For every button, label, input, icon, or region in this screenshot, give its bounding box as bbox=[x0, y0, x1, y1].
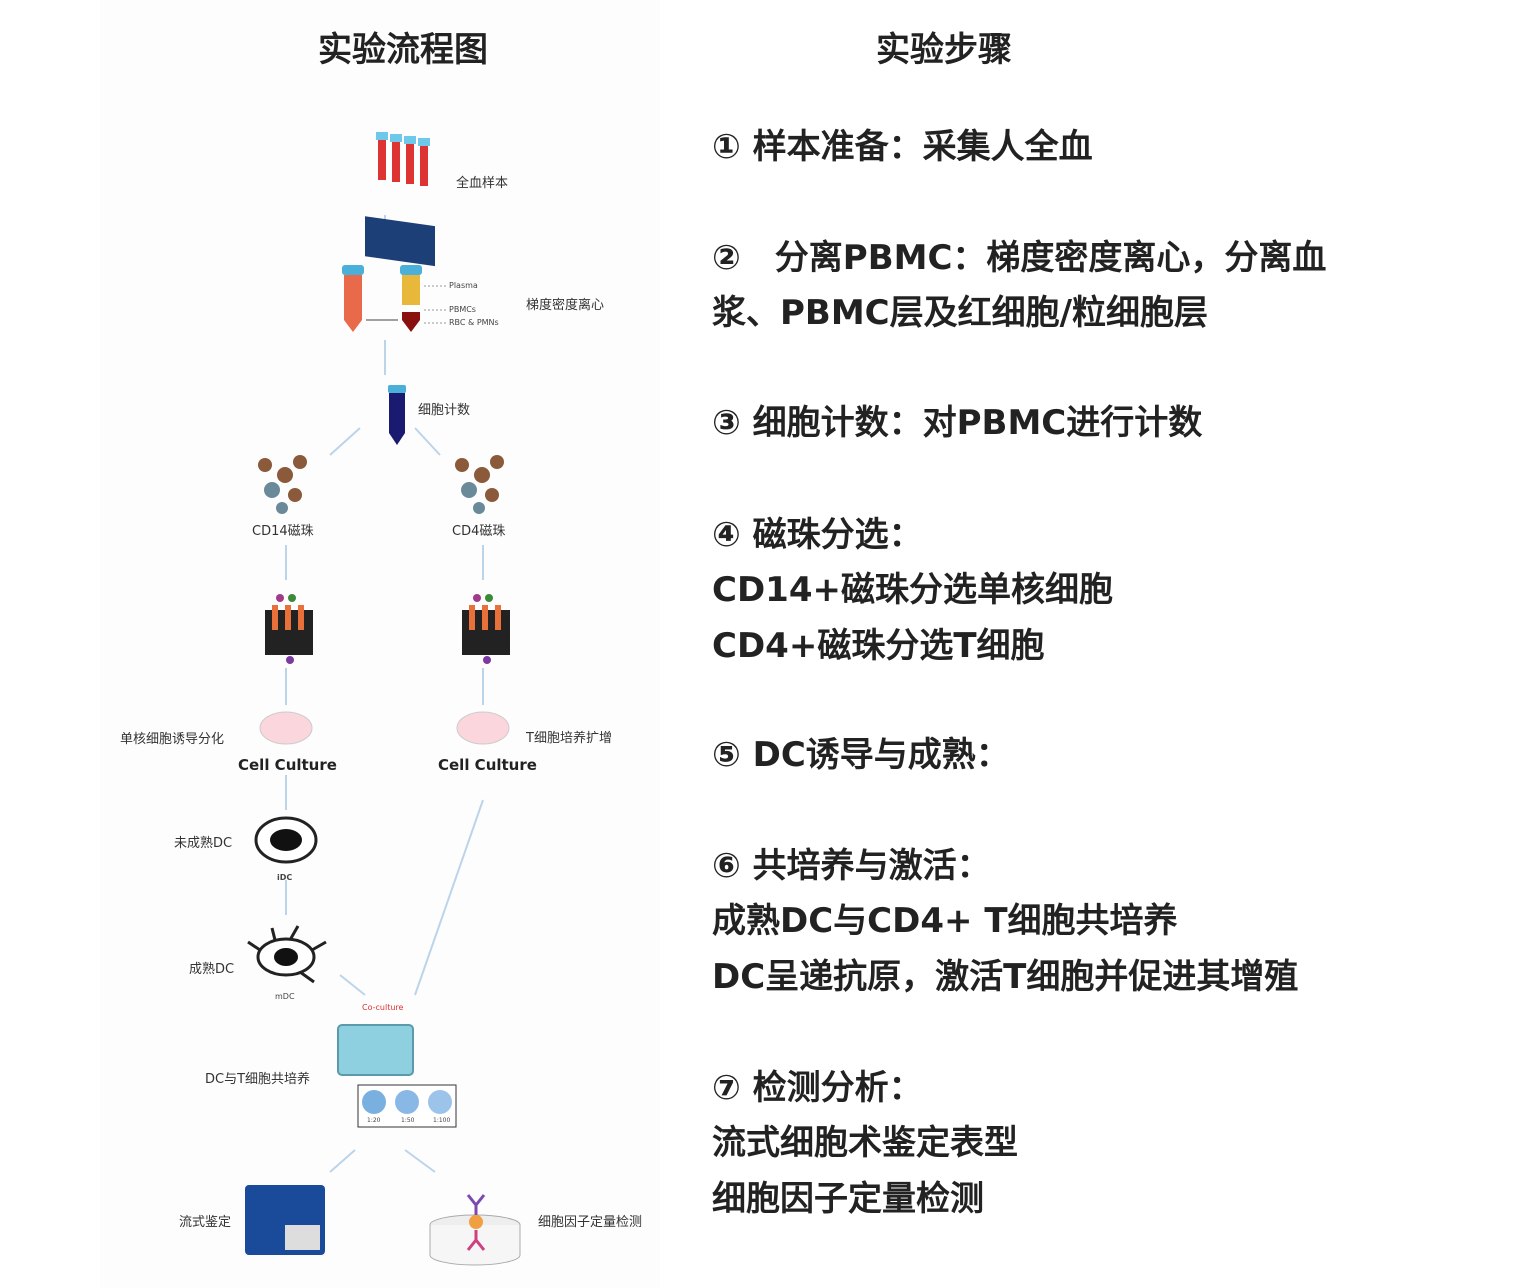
ratio-2: 1:50 bbox=[401, 1117, 415, 1124]
label-whole-blood: 全血样本 bbox=[456, 176, 509, 191]
label-count: 细胞计数 bbox=[418, 403, 471, 418]
label-plasma: Plasma bbox=[449, 281, 478, 290]
step-2-cont: 浆、PBMC层及红细胞/粒细胞层 bbox=[712, 293, 1209, 333]
label-pbmcs: PBMCs bbox=[449, 305, 476, 314]
cd14-beads-icon bbox=[258, 455, 307, 514]
label-coculture-cn: DC与T细胞共培养 bbox=[205, 1072, 311, 1087]
idc-cell-icon bbox=[254, 816, 318, 864]
blood-tubes-rack-icon bbox=[365, 132, 435, 267]
label-mdc-cn: 成熟DC bbox=[189, 962, 235, 977]
count-tube-icon bbox=[388, 385, 406, 445]
label-cell-culture-left: Cell Culture bbox=[238, 756, 337, 774]
step-6: ⑥ 共培养与激活： bbox=[712, 846, 991, 886]
label-idc: iDC bbox=[277, 873, 293, 882]
label-t-expand: T细胞培养扩增 bbox=[526, 731, 612, 746]
mdc-cell-icon bbox=[247, 925, 327, 984]
label-cd4: CD4磁珠 bbox=[452, 524, 506, 539]
step-4: ④ 磁珠分选： bbox=[712, 515, 923, 555]
culture-dish-icons bbox=[259, 711, 510, 745]
cd4-beads-icon bbox=[455, 455, 504, 514]
magnet-separator-icon-right bbox=[462, 594, 510, 664]
label-mono-diff: 单核细胞诱导分化 bbox=[120, 732, 225, 747]
label-mdc: mDC bbox=[275, 992, 295, 1001]
label-centrifuge: 梯度密度离心 bbox=[526, 298, 605, 313]
label-cd14: CD14磁珠 bbox=[252, 524, 314, 539]
elisa-icon bbox=[429, 1194, 521, 1266]
label-coculture: Co-culture bbox=[362, 1003, 404, 1012]
step-4-cd14: CD14+磁珠分选单核细胞 bbox=[712, 570, 1113, 610]
step-6-coculture: 成熟DC与CD4+ T细胞共培养 bbox=[712, 901, 1178, 941]
flow-cytometer-icon bbox=[245, 1185, 325, 1255]
steps-title: 实验步骤 bbox=[876, 30, 1012, 70]
step-7-flow: 流式细胞术鉴定表型 bbox=[712, 1123, 1018, 1163]
flowchart-title: 实验流程图 bbox=[318, 30, 488, 70]
well-plate-icon bbox=[337, 1024, 457, 1128]
step-7-cytokine: 细胞因子定量检测 bbox=[712, 1179, 984, 1219]
step-2: ② 分离PBMC：梯度密度离心，分离血 bbox=[712, 238, 1327, 278]
step-5: ⑤ DC诱导与成熟： bbox=[712, 735, 1010, 775]
magnet-separator-icon-left bbox=[265, 594, 313, 664]
label-cytokine: 细胞因子定量检测 bbox=[538, 1215, 643, 1230]
step-4-cd4: CD4+磁珠分选T细胞 bbox=[712, 626, 1045, 666]
label-idc-cn: 未成熟DC bbox=[174, 836, 233, 851]
ratio-1: 1:20 bbox=[367, 1117, 381, 1124]
label-cell-culture-right: Cell Culture bbox=[438, 756, 537, 774]
step-1: ① 样本准备：采集人全血 bbox=[712, 127, 1093, 167]
step-7: ⑦ 检测分析： bbox=[712, 1068, 923, 1108]
flow-arrows bbox=[245, 132, 521, 1266]
ratio-3: 1:100 bbox=[433, 1117, 451, 1124]
label-flow-id: 流式鉴定 bbox=[179, 1215, 232, 1230]
step-6-activation: DC呈递抗原，激活T细胞并促进其增殖 bbox=[712, 957, 1299, 997]
step-3: ③ 细胞计数：对PBMC进行计数 bbox=[712, 403, 1203, 443]
centrifuge-tubes-icon bbox=[342, 265, 446, 332]
label-rbc: RBC & PMNs bbox=[449, 318, 499, 327]
